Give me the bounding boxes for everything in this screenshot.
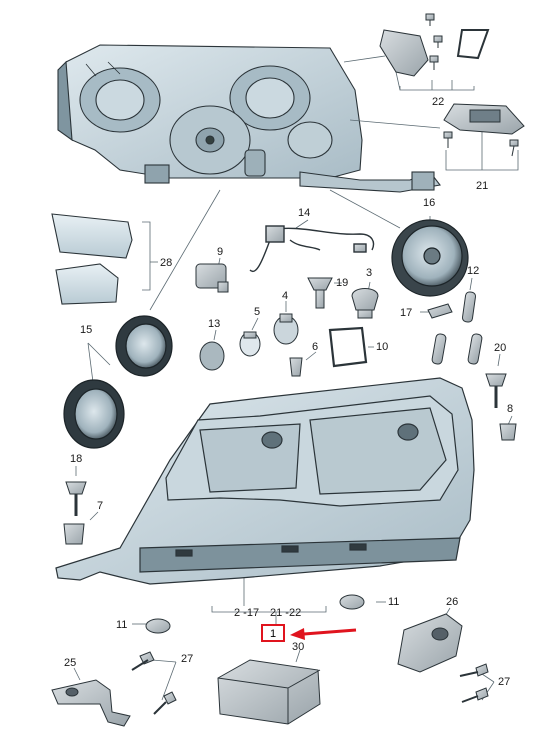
part-label-3: 3 bbox=[366, 267, 373, 279]
part-label-11-left: 11 bbox=[116, 619, 128, 631]
part-label-6: 6 bbox=[312, 341, 319, 353]
levelling-motor-16 bbox=[391, 219, 469, 297]
part-label-25: 25 bbox=[64, 657, 77, 669]
cover-glass-28 bbox=[51, 213, 133, 305]
part-label-4: 4 bbox=[282, 290, 289, 302]
part-label-15: 15 bbox=[80, 324, 93, 336]
part-label-7: 7 bbox=[97, 500, 104, 512]
part-label-17: 17 bbox=[400, 307, 413, 319]
part-label-11-right: 11 bbox=[388, 596, 400, 608]
part-label-22: 22 bbox=[432, 96, 445, 108]
part-label-18: 18 bbox=[70, 453, 83, 465]
part-label-16: 16 bbox=[423, 197, 436, 209]
part-label-8: 8 bbox=[507, 403, 514, 415]
part-label-21-22: 21 -22 bbox=[270, 607, 302, 619]
part-label-1: 1 bbox=[269, 628, 277, 640]
pointer-arrow bbox=[290, 628, 357, 640]
part-label-28: 28 bbox=[160, 257, 173, 269]
headlight-assembly-main bbox=[55, 377, 475, 585]
part-label-20: 20 bbox=[494, 342, 507, 354]
part-label-10: 10 bbox=[376, 341, 389, 353]
part-label-12: 12 bbox=[467, 265, 480, 277]
small-parts bbox=[63, 263, 517, 545]
lower-parts bbox=[51, 594, 489, 727]
bracket-parts-22 bbox=[379, 13, 490, 77]
part-label-27-right: 27 bbox=[498, 676, 511, 688]
part-label-5: 5 bbox=[254, 306, 261, 318]
part-label-19: 19 bbox=[336, 277, 349, 289]
part-label-14: 14 bbox=[298, 207, 311, 219]
part-label-27-left: 27 bbox=[181, 653, 194, 665]
wiring-harness-14 bbox=[249, 225, 375, 273]
part-label-21: 21 bbox=[476, 180, 489, 192]
bracket-parts-21 bbox=[443, 103, 525, 157]
highlighted-part-1[interactable]: 1 bbox=[261, 624, 285, 642]
dust-cap-15 bbox=[63, 315, 173, 449]
part-label-26: 26 bbox=[446, 596, 459, 608]
part-label-30: 30 bbox=[292, 641, 305, 653]
part-label-2-17: 2 -17 bbox=[234, 607, 260, 619]
headlight-rear-housing bbox=[57, 44, 441, 193]
part-label-13: 13 bbox=[208, 318, 221, 330]
part-label-9: 9 bbox=[217, 246, 224, 258]
